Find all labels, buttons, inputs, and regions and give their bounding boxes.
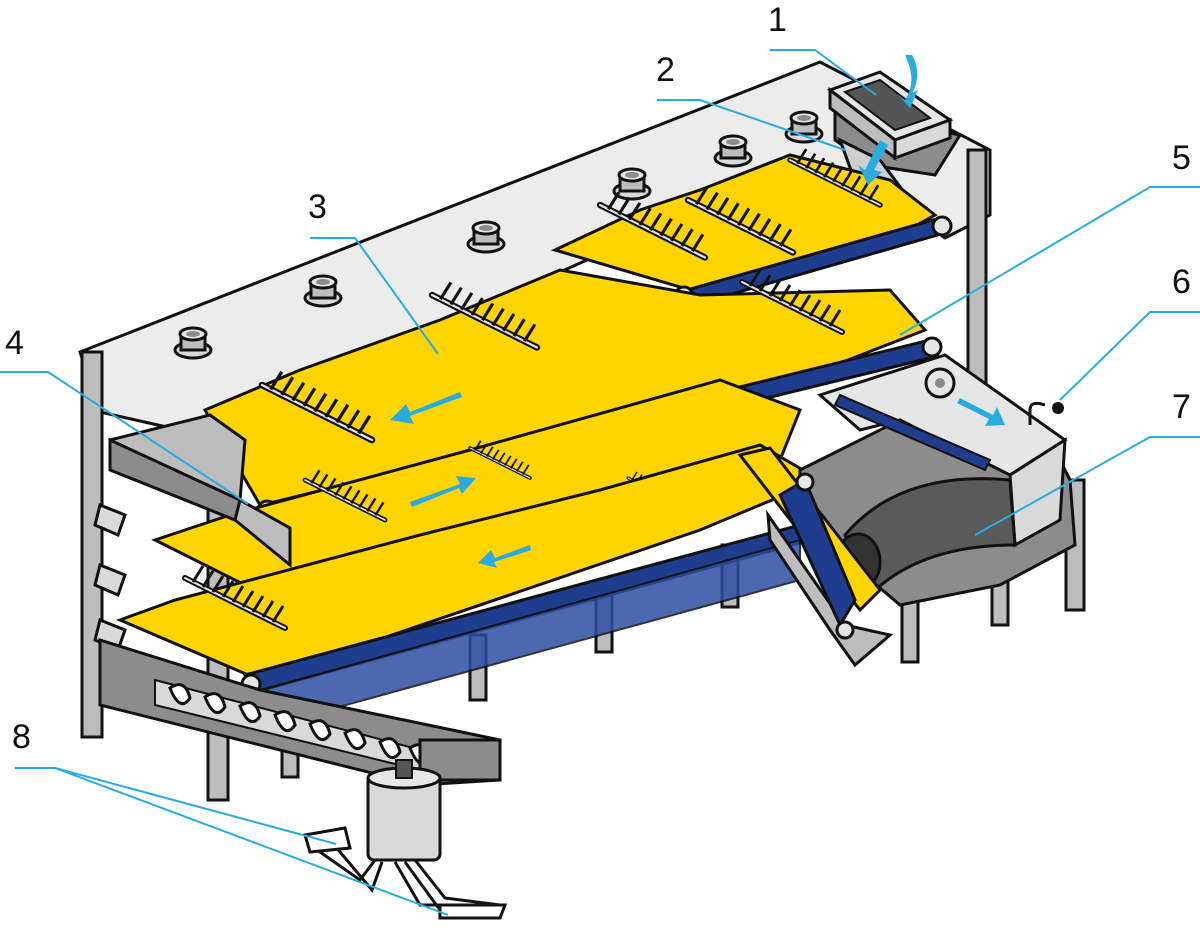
flow-arrow-icon [898,55,918,108]
callout-1: 1 [768,1,787,39]
callout-7: 7 [1172,388,1191,426]
flow-arrow-icon [410,476,476,507]
leader-4 [0,371,249,505]
leader-8b [54,767,449,916]
leader-3 [310,237,439,355]
leader-6 [1059,311,1200,401]
leader-5 [899,186,1200,336]
callout-2: 2 [656,51,675,89]
callout-6: 6 [1172,263,1191,301]
callout-8: 8 [12,718,31,756]
flow-arrow-icon [858,140,888,185]
callout-4: 4 [5,324,24,362]
flow-arrow-icon [478,545,531,568]
leader-7 [974,436,1200,536]
screw-conveyor [98,637,502,862]
callout-3: 3 [308,188,327,226]
callout-5: 5 [1172,139,1191,177]
unloading-section [737,353,1077,668]
callout-labels: 1 2 3 4 5 6 7 8 [5,1,1191,756]
inlet-hopper [826,70,963,202]
side-chute [108,413,292,569]
outlet-tubes [303,826,508,920]
flow-arrow-icon [957,398,1005,426]
leader-8a [15,767,337,845]
flow-arrows [390,55,1005,568]
leader-1 [770,49,877,96]
leader-lines [0,49,1200,916]
leader-2 [657,99,846,151]
flow-arrow-icon [390,392,462,424]
